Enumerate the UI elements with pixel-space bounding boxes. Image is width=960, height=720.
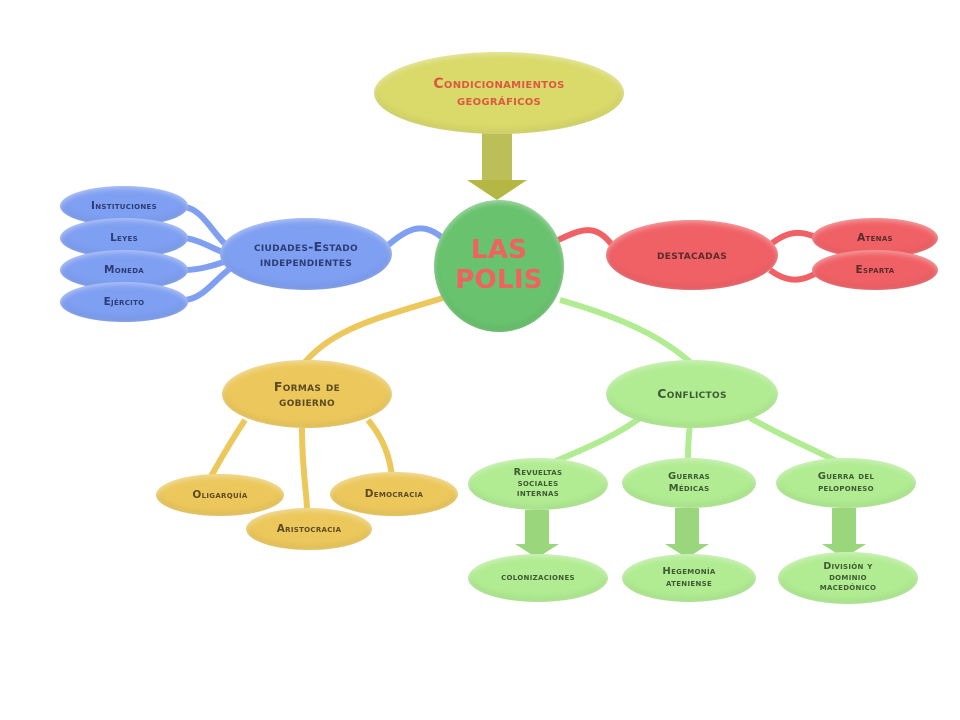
node-text: peloponeso [818,483,874,494]
node-text: Guerras [667,470,710,482]
node-leyes[interactable]: Leyes [60,218,188,258]
center-title: LAS [470,235,528,266]
node-esparta[interactable]: Esparta [812,250,938,290]
node-text: Guerra del [817,470,875,482]
node-oligarquia[interactable]: Oligarquía [156,474,284,516]
green-connector-peloponeso [748,415,840,465]
yellow-connector-democracia [365,418,395,477]
node-text: Médicas [668,483,710,494]
node-formas-de-gobierno[interactable]: Formas de gobierno [222,360,392,428]
node-text: Conflictos [657,386,727,402]
node-guerras-medicas[interactable]: Guerras Médicas [622,458,756,508]
node-condicionamientos[interactable]: Condicionamientos geográficos [374,52,624,134]
node-text: independientes [259,254,353,269]
node-text: Hegemonía [662,565,716,577]
node-text: Revueltas [513,466,563,478]
yellow-connector-center [297,295,444,370]
node-text: macedónico [819,582,877,594]
arrow-shaft [675,508,699,546]
red-connector-esparta [768,267,820,283]
node-division[interactable]: División y dominio macedónico [778,552,918,604]
node-destacadas[interactable]: destacadas [606,220,778,290]
node-text: geográficos [456,93,542,109]
node-text: División y [823,560,873,572]
yellow-connector-oligarquia [207,418,248,480]
node-text: Aristocracia [276,522,342,535]
arrow-shaft [832,508,856,546]
top-arrow [467,128,527,200]
arrow-shaft [525,510,549,546]
node-text: ciudades-Estado [253,238,359,254]
yellow-connector-aristocracia [299,427,310,511]
node-text: ateniense [665,578,713,589]
node-text: dominio [829,571,867,583]
node-democracia[interactable]: Democracia [330,472,458,516]
node-conflictos[interactable]: Conflictos [606,360,778,428]
arrow-guerras [665,508,709,558]
arrow-head [467,180,527,200]
node-text: destacadas [657,247,727,263]
blue-connector-center [382,225,448,251]
red-connector-atenas [768,229,820,248]
node-text: Esparta [855,263,895,276]
node-text: colonizaciones [501,571,575,583]
node-text: Leyes [110,231,138,244]
node-colonizaciones[interactable]: colonizaciones [468,554,608,602]
node-text: Instituciones [91,199,157,212]
node-text: internas [516,488,560,500]
green-connector-center [559,297,692,365]
arrow-revueltas [515,510,559,558]
node-text: Condicionamientos [433,75,565,92]
arrow-shaft [482,128,512,182]
node-text: Democracia [364,487,424,500]
node-text: gobierno [279,394,335,409]
green-connector-guerras [685,424,693,463]
node-ciudades-estado[interactable]: ciudades-Estado independientes [220,218,392,290]
node-las-polis[interactable]: LAS POLIS [434,200,564,332]
arrow-peloponeso [822,508,866,558]
node-hegemonia[interactable]: Hegemonía ateniense [622,554,756,602]
arrow-head [515,544,559,558]
node-text: Ejército [103,295,145,308]
node-text: Atenas [857,231,893,244]
node-text: Moneda [103,263,145,276]
center-title: POLIS [455,265,543,295]
red-connector-center [556,227,615,247]
arrow-head [822,544,866,558]
node-text: Formas de [273,378,341,394]
node-ejercito[interactable]: Ejército [60,282,188,322]
arrow-head [665,544,709,558]
node-text: sociales [517,477,559,489]
node-revueltas[interactable]: Revueltas sociales internas [468,458,608,510]
node-guerra-peloponeso[interactable]: Guerra del peloponeso [776,458,916,508]
node-aristocracia[interactable]: Aristocracia [246,508,372,550]
node-text: Oligarquía [192,488,248,501]
